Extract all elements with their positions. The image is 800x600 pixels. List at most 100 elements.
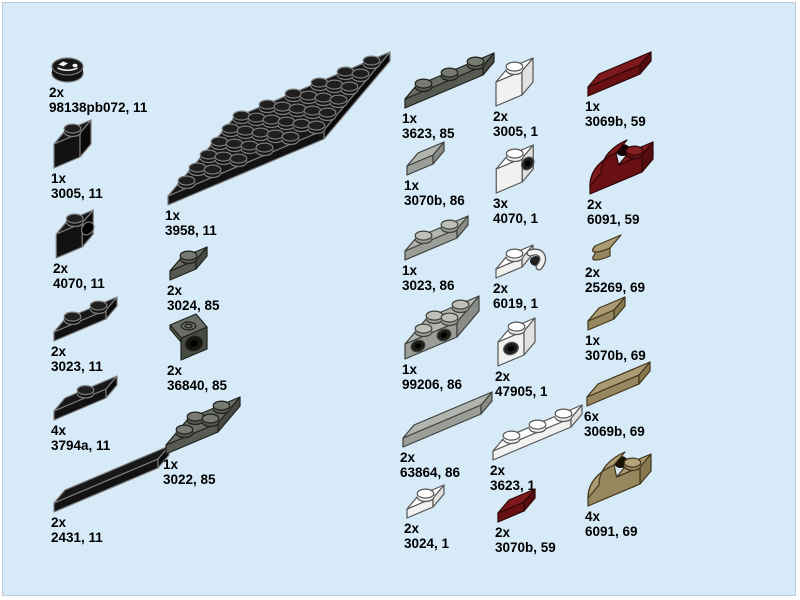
part-ref-label: 99206, 86 [402,377,463,392]
part-image-plate-2x2-side-studs [402,295,482,362]
part-ref-label: 3023, 86 [402,278,455,293]
part-qty-label: 1x [402,362,418,377]
part-image-tile-1x2 [585,51,654,99]
part-qty-label: 3x [493,196,509,211]
part-image-round-tile [49,55,147,85]
part-ref-label: 3070b, 69 [585,348,646,363]
part-ref-label: 36840, 85 [167,378,228,393]
part-image-tile-1x1 [495,488,556,525]
part-ref-label: 3623, 85 [402,126,455,141]
part-image-quarter-tile [585,233,645,265]
part-qty-label: 2x [493,109,509,124]
part-image-plate-1x3 [402,52,497,111]
part-ref-label: 6091, 69 [585,524,638,539]
part-qty-label: 4x [585,509,601,524]
part-image-plate-2x2 [163,393,243,457]
part-qty-label: 2x [167,283,183,298]
part-ref-label: 3070b, 86 [404,193,465,208]
part-ref-label: 2431, 11 [51,530,103,545]
part-qty-label: 6x [584,409,600,424]
part-image-plate-1x3 [490,404,585,463]
part-qty-label: 2x [585,265,601,280]
part-image-bracket [167,313,227,363]
part-image-curved-brick [585,437,654,509]
part-qty-label: 4x [51,423,67,438]
part-image-brick-1x1 [51,119,103,171]
part-ref-label: 3022, 85 [163,472,216,487]
part-qty-label: 2x [400,450,416,465]
part-ref-label: 98138pb072, 11 [49,100,148,115]
part-qty-label: 1x [585,333,601,348]
part-qty-label: 1x [163,457,179,472]
part-ref-label: 4070, 11 [53,276,105,291]
part-qty-label: 2x [51,515,67,530]
part-ref-label: 3024, 1 [404,536,450,551]
part-ref-label: 3005, 1 [493,124,539,139]
part-qty-label: 2x [167,363,183,378]
part-image-plate-6x6 [165,48,393,208]
part-ref-label: 3024, 85 [167,298,220,313]
part-qty-label: 1x [51,171,67,186]
part-ref-label: 4070, 1 [493,211,539,226]
part-ref-label: 3069b, 69 [584,424,645,439]
part-image-tile-1x1 [404,141,465,178]
part-image-headlight-brick [493,141,539,196]
part-qty-label: 1x [402,111,418,126]
part-qty-label: 2x [49,85,65,100]
part-image-plate-1x2 [51,296,120,344]
part-qty-label: 1x [165,208,181,223]
part-qty-label: 2x [495,369,511,384]
part-ref-label: 3623, 1 [490,478,536,493]
part-qty-label: 2x [490,463,506,478]
part-image-tile-1x3 [400,391,495,450]
part-ref-label: 6091, 59 [587,212,640,227]
part-image-plate-1x1 [167,245,220,283]
part-ref-label: 25269, 69 [585,280,646,295]
part-qty-label: 1x [585,99,601,114]
